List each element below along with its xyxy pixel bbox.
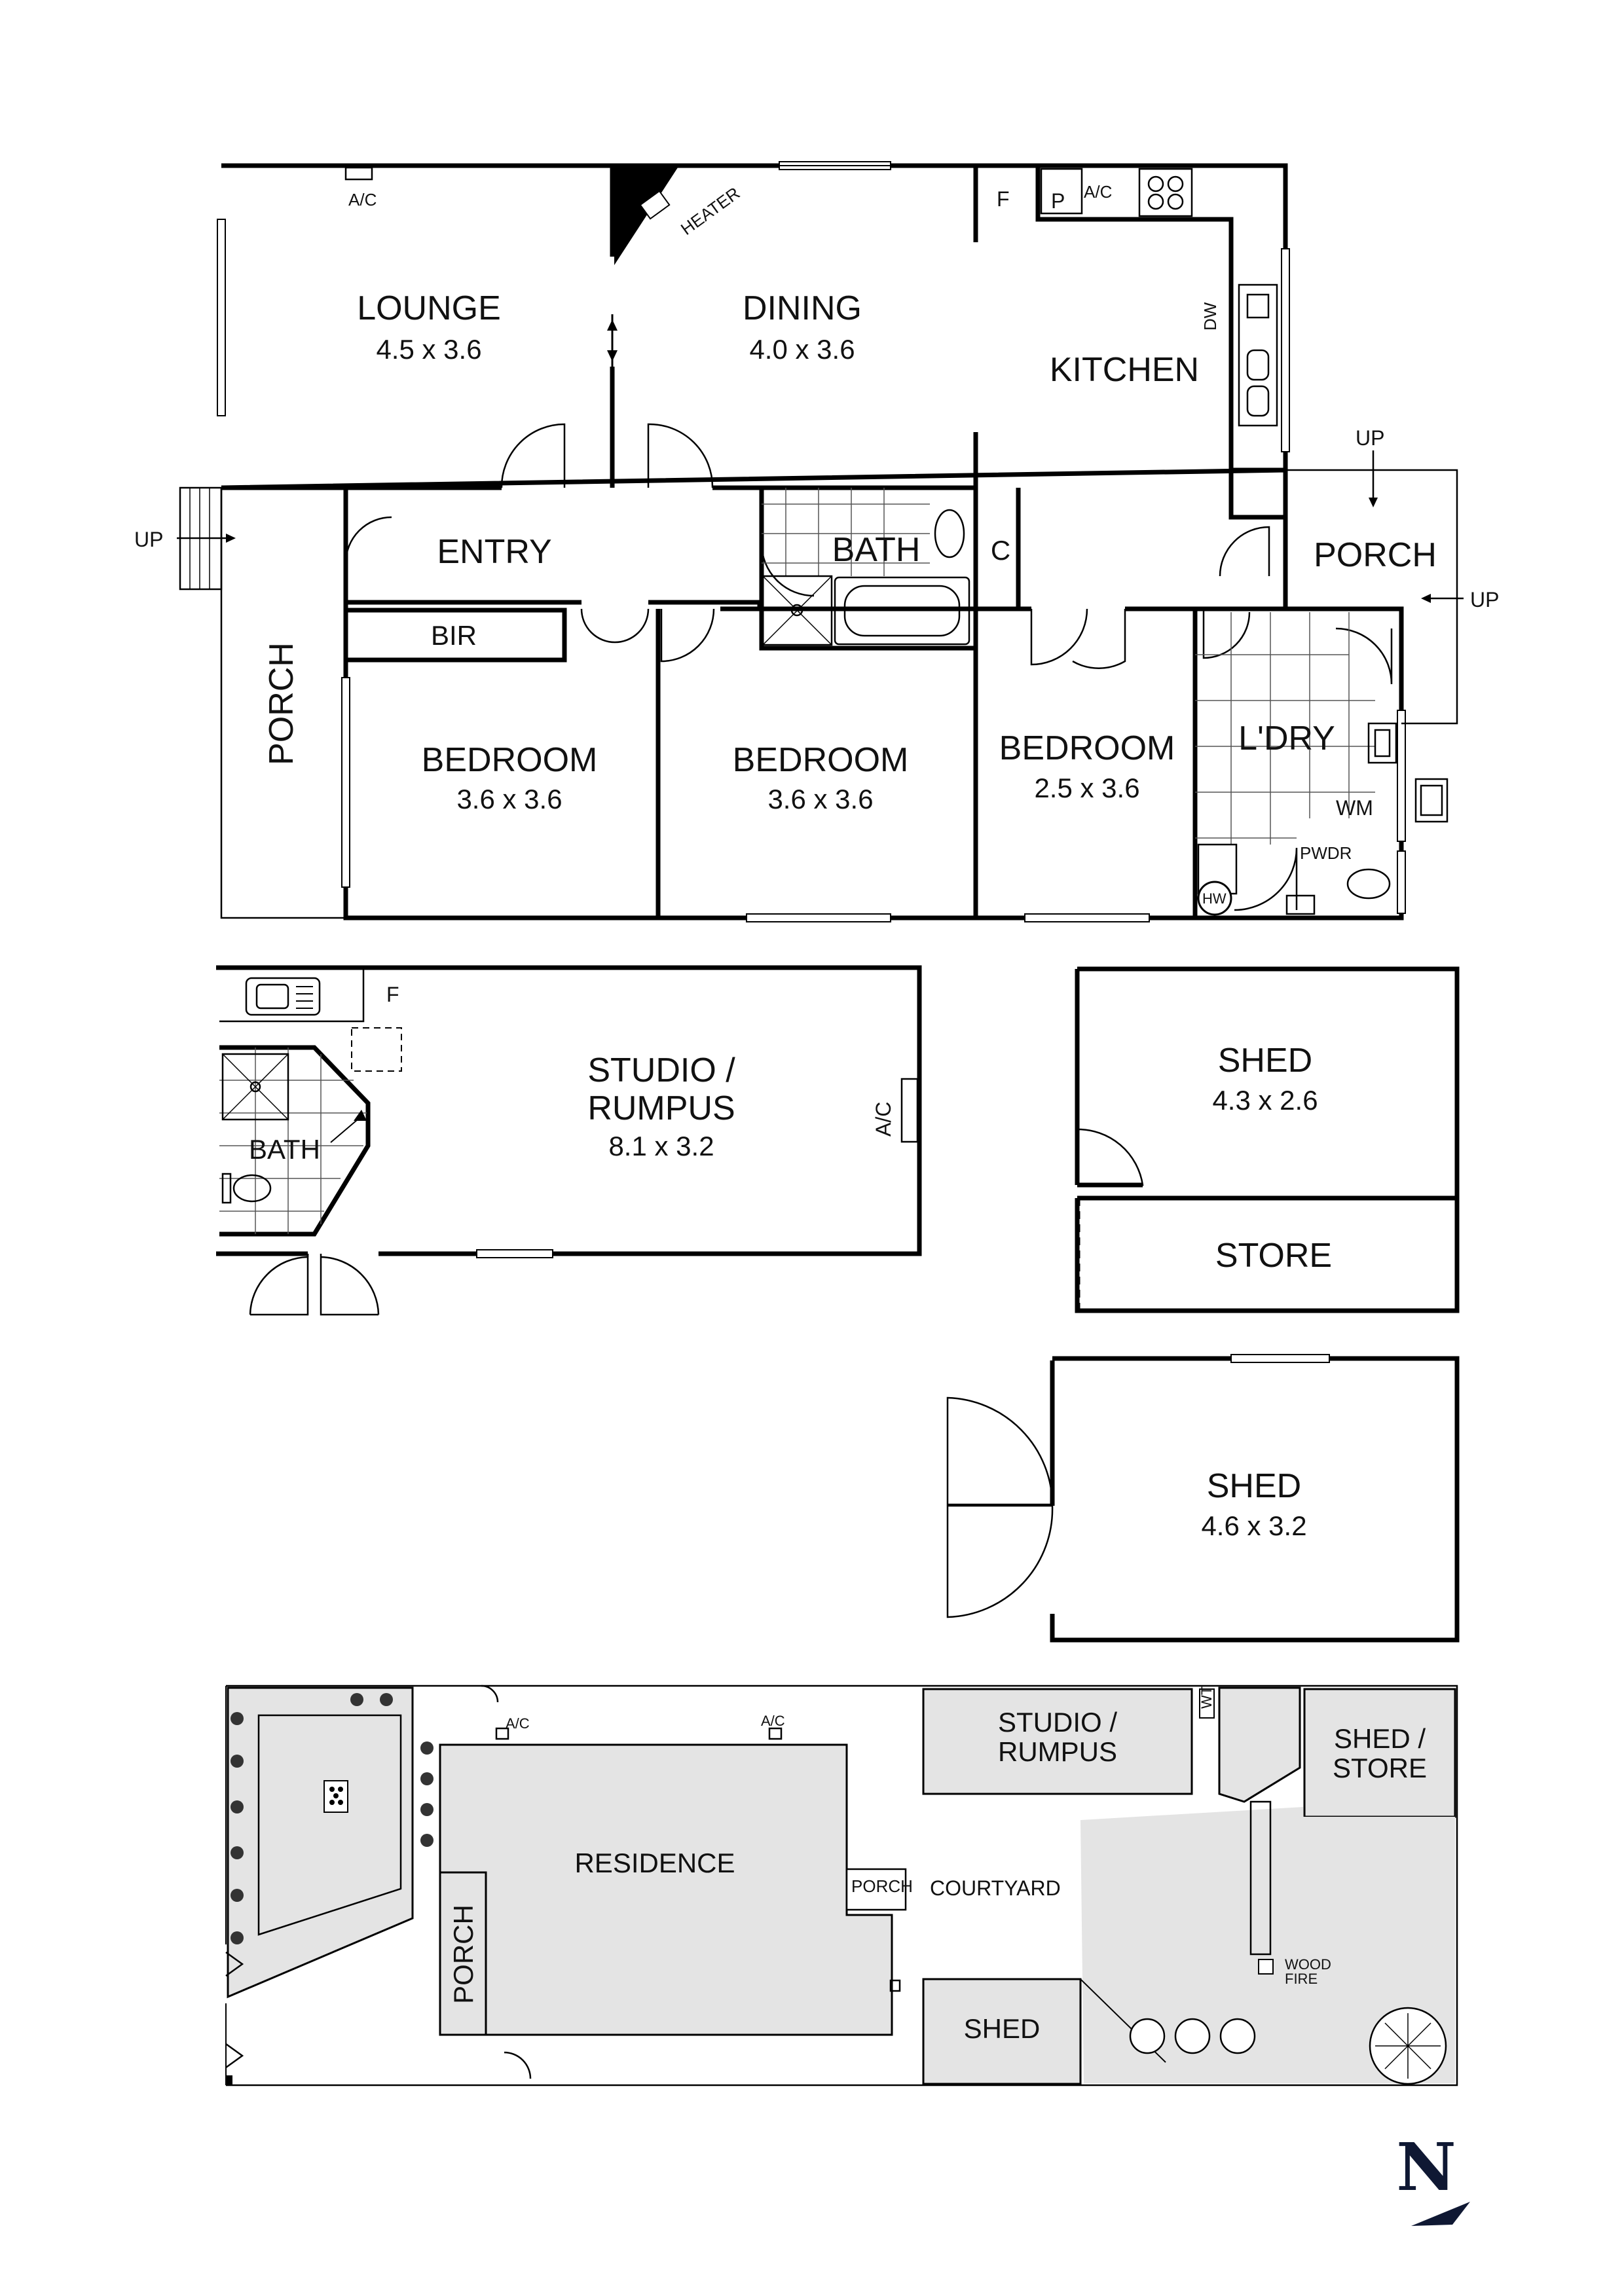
main-house-walls xyxy=(221,163,1404,920)
laundry-tiles xyxy=(1195,612,1449,916)
bedroom3-label: BEDROOM xyxy=(999,729,1175,767)
site-plan xyxy=(225,1685,1458,2086)
shed-small-dims: 4.3 x 2.6 xyxy=(1212,1085,1318,1116)
site-porch-west-label: PORCH xyxy=(448,1904,479,2004)
bedroom2-label: BEDROOM xyxy=(733,741,909,779)
site-residence-label: RESIDENCE xyxy=(574,1848,735,1878)
kitchen-ac-label: A/C xyxy=(1084,182,1112,202)
north-letter: N xyxy=(1396,2128,1456,2206)
porch-east-up-side-label: UP xyxy=(1470,588,1499,611)
bath-tiles xyxy=(762,488,970,646)
laundry-label: L'DRY xyxy=(1238,720,1335,757)
opening-markers xyxy=(607,314,618,367)
site-shed-label: SHED xyxy=(964,2013,1041,2044)
site-studio-label-line2: RUMPUS xyxy=(998,1736,1117,1767)
shed-store-walls xyxy=(1075,966,1460,1313)
main-house-doors xyxy=(344,423,1393,911)
up-arrow-west xyxy=(177,534,236,543)
fridge-label: F xyxy=(997,187,1010,211)
site-ac-1-label: A/C xyxy=(506,1715,530,1732)
washing-machine-label: WM xyxy=(1336,796,1373,820)
dining-dims: 4.0 x 3.6 xyxy=(749,334,855,365)
porch-east-outline xyxy=(1285,469,1458,725)
site-ac-2-label: A/C xyxy=(761,1713,785,1729)
porch-west-label: PORCH xyxy=(263,642,301,765)
shed-large-walls xyxy=(946,1354,1460,1643)
studio-fridge-label: F xyxy=(386,983,399,1006)
entry-label: ENTRY xyxy=(437,533,551,571)
kitchen-label: KITCHEN xyxy=(1050,351,1199,389)
bedroom3-dims: 2.5 x 3.6 xyxy=(1034,773,1139,803)
studio-bath-label: BATH xyxy=(249,1134,320,1165)
lounge-dims: 4.5 x 3.6 xyxy=(376,334,481,365)
pantry-label-group: F P A/C DW xyxy=(997,182,1220,331)
studio-ac-label: A/C xyxy=(872,1102,895,1137)
powder-room-label: PWDR xyxy=(1300,843,1352,863)
shed-small-label: SHED xyxy=(1218,1042,1312,1080)
hot-water-label: HW xyxy=(1202,890,1227,907)
store-label: STORE xyxy=(1215,1237,1332,1275)
site-porch-east-label: PORCH xyxy=(851,1876,913,1896)
site-shed-store-label-line2: STORE xyxy=(1333,1753,1427,1783)
porch-east-up-top-label: UP xyxy=(1356,426,1384,450)
dishwasher-label: DW xyxy=(1200,302,1220,331)
studio-dims: 8.1 x 3.2 xyxy=(608,1131,714,1161)
lounge-label: LOUNGE xyxy=(357,289,501,327)
shed-large-dims: 4.6 x 3.2 xyxy=(1201,1510,1306,1541)
kitchen-fixtures xyxy=(1040,168,1278,427)
bedroom2-dims: 3.6 x 3.6 xyxy=(767,784,873,814)
bir-label: BIR xyxy=(431,620,477,651)
studio-label-line2: RUMPUS xyxy=(587,1089,735,1127)
cupboard-label: C xyxy=(991,535,1010,566)
lounge-ac-label: A/C xyxy=(348,190,377,210)
lounge-ac-unit xyxy=(344,166,373,181)
up-arrow-porch-top xyxy=(1369,450,1378,507)
dining-label: DINING xyxy=(743,289,862,327)
up-arrow-porch-side xyxy=(1421,594,1464,603)
site-wood-fire-label-line2: FIRE xyxy=(1285,1971,1318,1987)
porch-west-up-label: UP xyxy=(134,528,163,551)
site-wood-fire-label-line1: WOOD xyxy=(1285,1956,1331,1973)
site-courtyard-label: COURTYARD xyxy=(930,1876,1061,1900)
heater-icon xyxy=(614,168,678,265)
shed-large-label: SHED xyxy=(1207,1467,1301,1505)
heater-label: HEATER xyxy=(677,183,743,239)
site-shed-store-label-line1: SHED / xyxy=(1334,1723,1426,1754)
bedroom1-label: BEDROOM xyxy=(422,741,598,779)
studio-walls xyxy=(216,965,922,1316)
porch-east-label: PORCH xyxy=(1314,536,1437,574)
studio-label-line1: STUDIO / xyxy=(587,1051,735,1089)
main-house-windows xyxy=(217,161,1406,922)
north-arrow-icon xyxy=(1411,2202,1470,2226)
site-studio-label-line1: STUDIO / xyxy=(998,1707,1117,1738)
bath-label: BATH xyxy=(832,531,921,569)
bedroom1-dims: 3.6 x 3.6 xyxy=(456,784,562,814)
pantry-label: P xyxy=(1051,189,1065,213)
site-wt-label: WT xyxy=(1198,1686,1215,1709)
